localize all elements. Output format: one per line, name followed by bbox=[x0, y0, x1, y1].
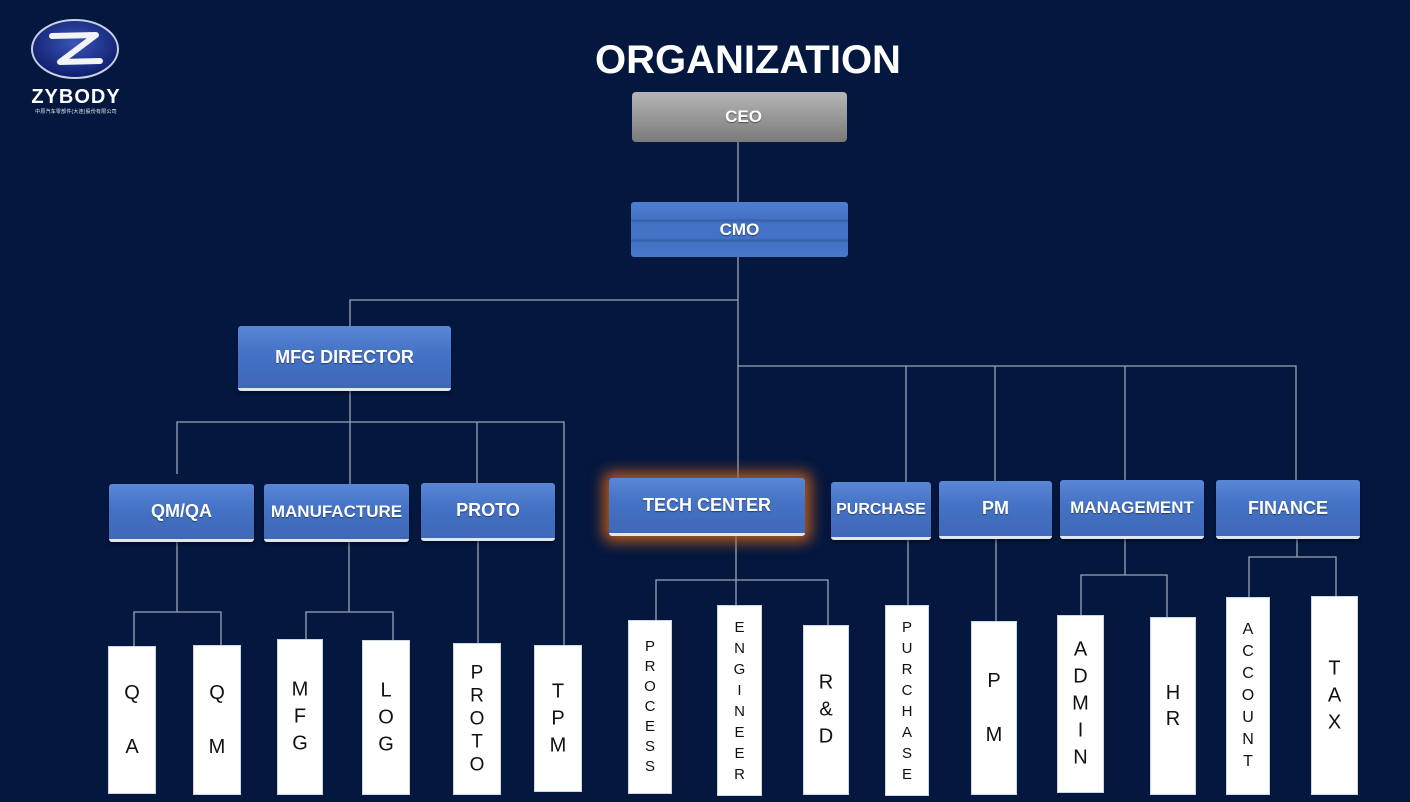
ceo-box: CEO bbox=[632, 92, 847, 142]
dept-purchase-label: PURCHASE bbox=[836, 500, 926, 518]
dept-manufacture-label: MANUFACTURE bbox=[270, 501, 403, 521]
dept-tech-center-box: TECH CENTER bbox=[609, 478, 805, 536]
logo-brand-text: ZYBODY bbox=[31, 86, 121, 108]
mfg-director-label: MFG DIRECTOR bbox=[275, 346, 414, 367]
dept-manufacture-box: MANUFACTURE bbox=[264, 484, 409, 542]
unit-rd-box: R&D bbox=[803, 625, 849, 795]
page-title: ORGANIZATION bbox=[595, 38, 901, 82]
dept-proto-label: PROTO bbox=[456, 500, 520, 520]
logo-subtitle: 中原汽车零部件(大连)股份有限公司 bbox=[35, 109, 117, 115]
dept-qmqa-label: QM/QA bbox=[151, 501, 212, 521]
mfg-director-box: MFG DIRECTOR bbox=[238, 326, 451, 391]
company-logo: ZYBODY 中原汽车零部件(大连)股份有限公司 bbox=[18, 16, 136, 116]
dept-pm-label: PM bbox=[982, 498, 1009, 518]
dept-purchase-box: PURCHASE bbox=[831, 482, 931, 540]
ceo-label: CEO bbox=[725, 107, 762, 126]
dept-pm-box: PM bbox=[939, 481, 1052, 539]
unit-rd-label: R&D bbox=[818, 671, 834, 748]
dept-management-label: MANAGEMENT bbox=[1070, 498, 1194, 517]
dept-proto-box: PROTO bbox=[421, 483, 555, 541]
dept-qmqa-box: QM/QA bbox=[109, 484, 254, 542]
zybody-logo-icon bbox=[31, 19, 119, 79]
dept-management-box: MANAGEMENT bbox=[1060, 480, 1204, 539]
cmo-box: CMO bbox=[631, 202, 848, 257]
dept-finance-label: FINANCE bbox=[1248, 497, 1328, 518]
dept-finance-box: FINANCE bbox=[1216, 480, 1360, 539]
cmo-label: CMO bbox=[719, 219, 760, 239]
dept-tech-center-label: TECH CENTER bbox=[642, 495, 771, 515]
